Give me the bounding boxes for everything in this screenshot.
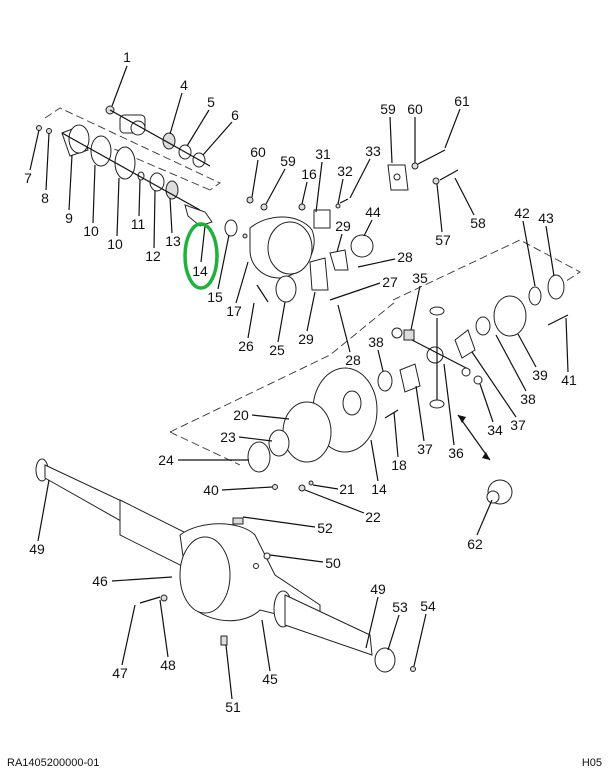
callout-c59b[interactable]: 59 — [380, 101, 396, 117]
callout-c57[interactable]: 57 — [435, 232, 451, 248]
callout-c18[interactable]: 18 — [391, 457, 407, 473]
callout-c37b[interactable]: 37 — [417, 441, 433, 457]
callout-c28b[interactable]: 28 — [345, 352, 361, 368]
callout-c37a[interactable]: 37 — [510, 417, 526, 433]
callout-c6[interactable]: 6 — [231, 107, 239, 123]
callout-c50[interactable]: 50 — [325, 555, 341, 571]
figure-id: RA1405200000-01 — [7, 757, 100, 769]
callout-c29b[interactable]: 29 — [298, 331, 314, 347]
callout-c33[interactable]: 33 — [365, 143, 381, 159]
callout-c9[interactable]: 9 — [65, 210, 73, 226]
callout-c44[interactable]: 44 — [365, 204, 381, 220]
callout-c27[interactable]: 27 — [382, 274, 398, 290]
differential-group — [377, 274, 569, 409]
callout-c20[interactable]: 20 — [233, 407, 249, 423]
callout-c26[interactable]: 26 — [238, 338, 254, 354]
callout-c62[interactable]: 62 — [467, 536, 483, 552]
sheet-code: H05 — [581, 757, 602, 769]
callout-c42[interactable]: 42 — [514, 205, 530, 221]
callout-c14b[interactable]: 14 — [371, 481, 387, 497]
callout-c13[interactable]: 13 — [165, 233, 181, 249]
ring-gear-group — [247, 367, 399, 492]
callout-c28a[interactable]: 28 — [397, 249, 413, 265]
carrier-housing — [246, 196, 374, 303]
callout-c14a[interactable]: 14 — [192, 263, 208, 279]
callout-c60b[interactable]: 60 — [407, 101, 423, 117]
callout-c46[interactable]: 46 — [92, 573, 108, 589]
callout-c36[interactable]: 36 — [448, 445, 464, 461]
callout-c60a[interactable]: 60 — [250, 144, 266, 160]
callout-c15[interactable]: 15 — [207, 289, 223, 305]
pinion-gear-group — [184, 204, 248, 239]
callout-c49b[interactable]: 49 — [370, 581, 386, 597]
callout-c8[interactable]: 8 — [41, 190, 49, 206]
callout-c49a[interactable]: 49 — [29, 541, 45, 557]
callout-c12[interactable]: 12 — [145, 248, 161, 264]
callout-c10b[interactable]: 10 — [107, 236, 123, 252]
pinion-yoke-group — [105, 105, 211, 168]
callout-c11[interactable]: 11 — [130, 216, 146, 232]
callout-c48[interactable]: 48 — [160, 657, 176, 673]
callout-c59a[interactable]: 59 — [280, 153, 296, 169]
callout-c47[interactable]: 47 — [112, 665, 128, 681]
callout-c23[interactable]: 23 — [220, 429, 236, 445]
callout-c38b[interactable]: 38 — [520, 391, 536, 407]
callout-c39[interactable]: 39 — [532, 367, 548, 383]
callout-c29a[interactable]: 29 — [335, 218, 351, 234]
callout-c51[interactable]: 51 — [225, 699, 241, 715]
bracket-group — [387, 149, 459, 191]
callout-c5[interactable]: 5 — [207, 94, 215, 110]
pump-assembly — [457, 414, 513, 505]
callout-c45[interactable]: 45 — [262, 671, 278, 687]
callout-c24[interactable]: 24 — [158, 452, 174, 468]
callout-c25[interactable]: 25 — [269, 342, 285, 358]
callout-c31[interactable]: 31 — [315, 146, 331, 162]
callout-c4[interactable]: 4 — [180, 77, 188, 93]
callout-c32[interactable]: 32 — [337, 163, 353, 179]
callout-c53[interactable]: 53 — [392, 599, 408, 615]
callout-c43[interactable]: 43 — [538, 210, 554, 226]
callout-c17[interactable]: 17 — [226, 303, 242, 319]
callout-c58[interactable]: 58 — [470, 215, 486, 231]
callout-c1[interactable]: 1 — [123, 49, 131, 65]
callout-c7[interactable]: 7 — [24, 170, 32, 186]
callout-c61[interactable]: 61 — [454, 93, 470, 109]
callout-c21[interactable]: 21 — [339, 481, 355, 497]
callout-c54[interactable]: 54 — [420, 598, 436, 614]
callout-c35[interactable]: 35 — [412, 270, 428, 286]
axle-housing — [35, 458, 416, 673]
callout-c34[interactable]: 34 — [487, 422, 503, 438]
callout-c41[interactable]: 41 — [561, 372, 577, 388]
leader-lines — [29, 65, 569, 700]
callout-c10a[interactable]: 10 — [83, 223, 99, 239]
callout-c22[interactable]: 22 — [365, 509, 381, 525]
callout-c40[interactable]: 40 — [203, 482, 219, 498]
callout-c16[interactable]: 16 — [301, 166, 317, 182]
callout-c38a[interactable]: 38 — [368, 334, 384, 350]
seal-spacer-group — [36, 124, 201, 211]
callout-c52[interactable]: 52 — [317, 520, 333, 536]
highlight-ring-callout-14 — [183, 222, 219, 290]
